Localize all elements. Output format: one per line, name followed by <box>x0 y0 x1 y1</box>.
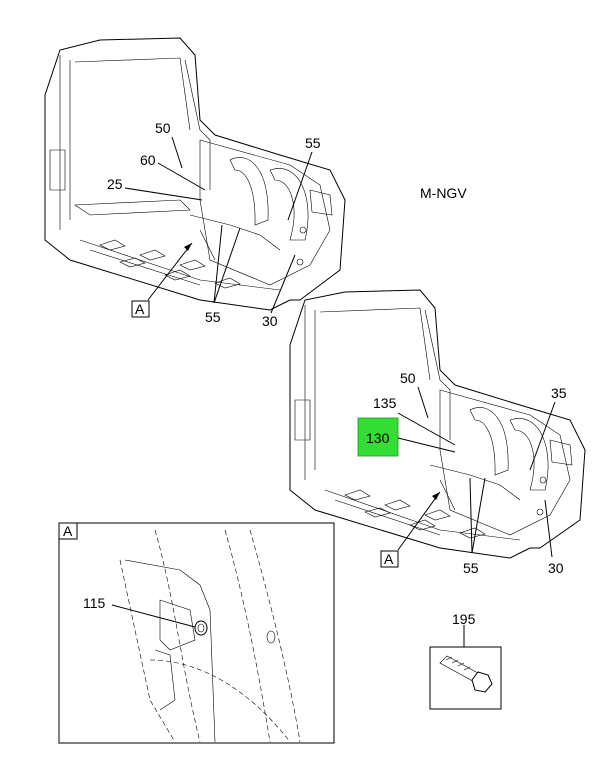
callout-55-top-right: 55 <box>305 135 321 151</box>
callout-50-top: 50 <box>155 120 171 136</box>
callout-35-bottom: 35 <box>551 385 567 401</box>
callout-30-top: 30 <box>262 313 278 329</box>
detail-a-panel <box>58 522 335 744</box>
view-ref-top: A <box>135 301 145 317</box>
view-ref-box-top <box>131 300 150 318</box>
callout-130-bottom: 130 <box>366 430 390 446</box>
callout-50-bottom: 50 <box>400 370 416 386</box>
bottom-callout-leaders <box>397 386 556 558</box>
callout-30-bottom: 30 <box>548 560 564 576</box>
cab-assembly-top <box>44 37 346 311</box>
detail-a-label: A <box>63 523 73 539</box>
callout-115: 115 <box>83 595 106 611</box>
view-ref-bottom: A <box>384 551 394 567</box>
cab-assembly-bottom <box>289 289 586 559</box>
callout-195: 195 <box>452 611 476 627</box>
callout-55-top-bottom: 55 <box>205 309 221 325</box>
view-ref-box-bottom <box>380 550 399 568</box>
highlight-part-130 <box>357 417 399 457</box>
top-callout-leaders <box>124 136 313 314</box>
diagram-code: M-NGV <box>420 185 467 201</box>
callout-60-top: 60 <box>140 152 156 168</box>
callout-135-bottom: 135 <box>373 395 397 411</box>
callout-55-bottom: 55 <box>463 560 479 576</box>
hardware-panel <box>429 625 502 710</box>
callout-25-top: 25 <box>107 176 123 192</box>
